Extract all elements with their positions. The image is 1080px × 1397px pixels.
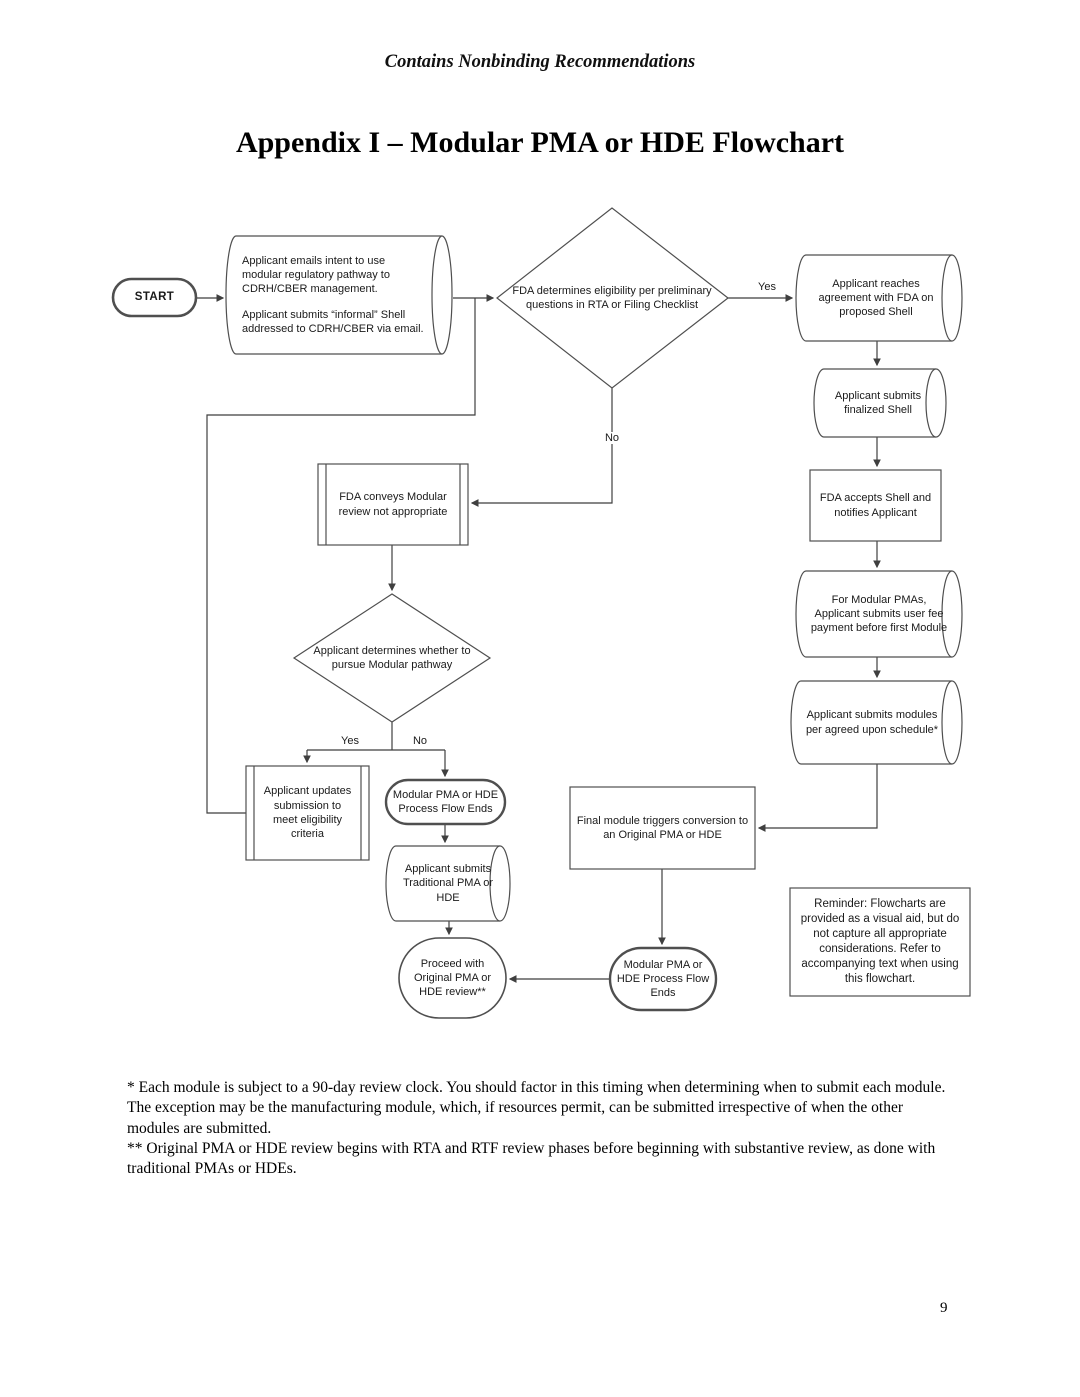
footnotes: * Each module is subject to a 90-day rev… — [127, 1078, 957, 1179]
edge-label-yes-pursue: Yes — [332, 735, 368, 747]
edge-label-no-pursue: No — [403, 735, 437, 747]
node-submits-modules-label: Applicant submits modules per agreed upo… — [805, 709, 939, 736]
reminder-box-rect — [789, 887, 971, 997]
updates-submission-sidebars — [253, 766, 362, 860]
pursue-decision-diamond — [292, 593, 492, 723]
fda-accepts-shell-rect — [809, 469, 942, 542]
footnote-second: ** Original PMA or HDE review begins wit… — [127, 1139, 936, 1178]
node-submits-finalized-shell: Applicant submits finalized Shell — [828, 371, 928, 435]
reaches-agreement-cylinder-body — [795, 254, 952, 342]
node-user-fee-payment-label: For Modular PMAs, Applicant submits user… — [810, 593, 948, 635]
node-user-fee-payment: For Modular PMAs, Applicant submits user… — [809, 573, 949, 655]
page-number: 9 — [940, 1300, 948, 1316]
node-eligibility-decision: FDA determines eligibility per prelimina… — [512, 258, 712, 338]
edge-label-yes-eligibility: Yes — [752, 281, 782, 293]
flow-connectors — [196, 294, 881, 983]
node-proceed-original-label: Proceed with Original PMA or HDE review*… — [413, 957, 492, 999]
connector-eligibility-no — [470, 388, 613, 507]
node-final-module-label: Final module triggers conversion to an O… — [576, 814, 749, 841]
review-not-appropriate-sidebars — [325, 464, 461, 545]
updates-submission-rect — [245, 765, 370, 861]
emails-intent-cylinder-cap — [431, 235, 453, 355]
user-fee-cylinder-cap — [941, 570, 963, 658]
user-fee-cylinder-body — [795, 570, 952, 658]
node-emails-intent: Applicant emails intent to use modular r… — [242, 238, 424, 352]
connector-updates-feedback-loop — [206, 298, 476, 814]
emails-intent-cylinder-body — [225, 235, 442, 355]
reminder-note: Reminder: Flowcharts are provided as a v… — [797, 892, 963, 992]
node-flow-ends-bottom-label: Modular PMA or HDE Process Flow Ends — [616, 958, 710, 1000]
node-fda-accepts-shell-label: FDA accepts Shell and notifies Applicant — [819, 492, 932, 519]
proceed-original-terminator — [398, 937, 507, 1019]
node-flow-ends-top: Modular PMA or HDE Process Flow Ends — [389, 782, 502, 822]
node-flow-ends-bottom: Modular PMA or HDE Process Flow Ends — [616, 950, 710, 1008]
node-review-not-appropriate-label: FDA conveys Modular review not appropria… — [338, 491, 448, 518]
edge-label-no-eligibility: No — [594, 432, 630, 444]
node-submits-traditional: Applicant submits Traditional PMA or HDE — [401, 848, 495, 919]
page-title: Appendix I – Modular PMA or HDE Flowchar… — [235, 126, 845, 159]
flow-shapes — [111, 207, 971, 1019]
node-start: START — [113, 279, 196, 316]
review-not-appropriate-rect — [317, 463, 469, 546]
final-module-rect — [569, 786, 756, 870]
finalized-shell-cylinder-cap — [925, 368, 947, 438]
reminder-note-label: Reminder: Flowcharts are provided as a v… — [800, 898, 960, 985]
submits-modules-cylinder-body — [790, 680, 952, 765]
node-pursue-decision-label: Applicant determines whether to pursue M… — [313, 644, 471, 671]
node-proceed-original: Proceed with Original PMA or HDE review*… — [407, 940, 498, 1016]
finalized-shell-cylinder-body — [813, 368, 936, 438]
node-eligibility-decision-label: FDA determines eligibility per prelimina… — [512, 284, 712, 311]
submits-traditional-cylinder-body — [385, 845, 500, 922]
node-reaches-agreement-label: Applicant reaches agreement with FDA on … — [818, 277, 934, 319]
node-flow-ends-top-label: Modular PMA or HDE Process Flow Ends — [392, 788, 499, 815]
node-review-not-appropriate: FDA conveys Modular review not appropria… — [333, 466, 453, 543]
node-pursue-decision: Applicant determines whether to pursue M… — [312, 622, 472, 694]
submits-traditional-cylinder-cap — [489, 845, 511, 922]
node-fda-accepts-shell: FDA accepts Shell and notifies Applicant — [817, 472, 934, 539]
node-start-label: START — [134, 291, 175, 304]
node-emails-intent-p1: Applicant emails intent to use modular r… — [242, 254, 390, 296]
start-terminator-shape — [111, 277, 198, 318]
header-notice: Contains Nonbinding Recommendations — [384, 52, 696, 72]
node-submits-finalized-shell-label: Applicant submits finalized Shell — [834, 389, 922, 416]
footnote-first: * Each module is subject to a 90-day rev… — [127, 1079, 946, 1137]
node-updates-submission-label: Applicant updates submission to meet eli… — [263, 785, 352, 841]
node-updates-submission: Applicant updates submission to meet eli… — [262, 768, 353, 858]
node-final-module: Final module triggers conversion to an O… — [575, 789, 750, 867]
node-reaches-agreement: Applicant reaches agreement with FDA on … — [812, 257, 940, 339]
eligibility-decision-diamond — [496, 207, 729, 389]
node-submits-modules: Applicant submits modules per agreed upo… — [803, 683, 941, 762]
node-emails-intent-p2: Applicant submits “informal” Shell addre… — [242, 308, 424, 335]
submits-modules-cylinder-cap — [941, 680, 963, 765]
node-submits-traditional-label: Applicant submits Traditional PMA or HDE — [402, 863, 494, 904]
flow-ends-bottom-terminator — [608, 946, 718, 1012]
reaches-agreement-cylinder-cap — [941, 254, 963, 342]
flow-ends-top-terminator — [384, 778, 507, 826]
connector-modules-to-finalmodule — [757, 764, 878, 832]
